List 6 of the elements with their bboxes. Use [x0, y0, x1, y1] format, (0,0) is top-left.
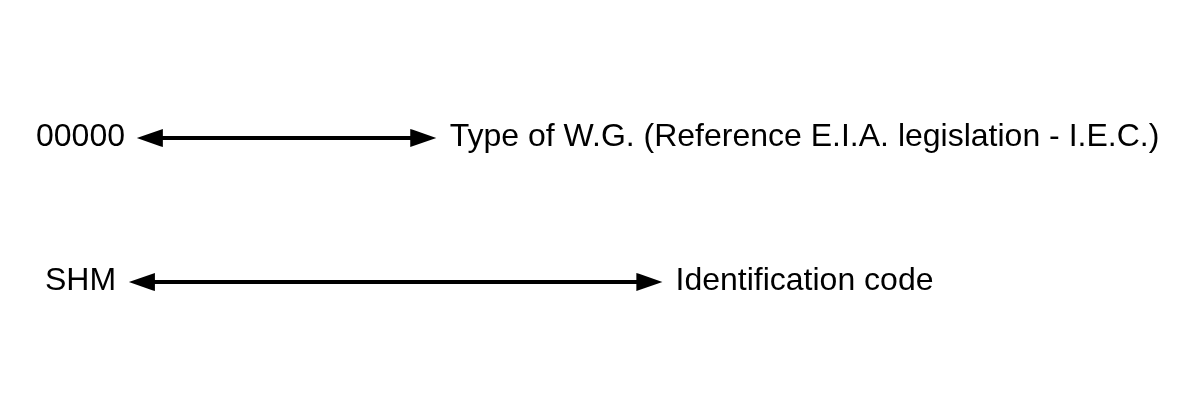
arrow [136, 128, 436, 148]
arrow [128, 272, 662, 292]
node-text: Type of W.G. (Reference E.I.A. legislation - I.E.C.) [449, 116, 1159, 153]
node-text: Identification code [675, 260, 933, 297]
node-text: SHM [44, 260, 116, 297]
node-text: 00000 [35, 116, 125, 153]
